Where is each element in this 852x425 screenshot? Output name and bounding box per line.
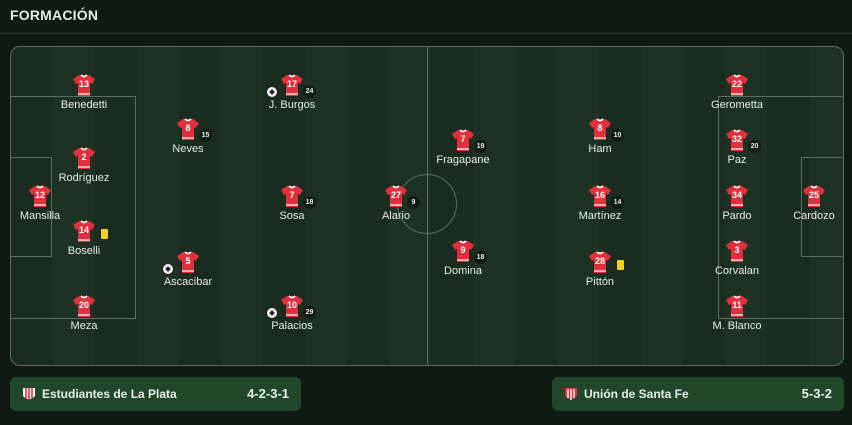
shirt-number: 25 <box>808 190 819 200</box>
rating-badge: 19 <box>474 140 487 153</box>
shirt-icon: 2 <box>72 146 96 170</box>
goal-ball-icon <box>162 263 174 275</box>
shirt-icon: 20 <box>72 294 96 318</box>
shirt-number: 32 <box>731 134 742 144</box>
player-name: Boselli <box>67 245 101 257</box>
left-goal-area <box>11 157 52 257</box>
rating-badge: 15 <box>199 129 212 142</box>
shirt-number: 7 <box>289 190 295 200</box>
away-formation: 5-3-2 <box>801 386 832 401</box>
shirt-icon: 13 <box>72 73 96 97</box>
shirt-icon: 5 <box>176 250 200 274</box>
player-name: Alario <box>381 210 411 222</box>
yellow-card-icon <box>617 260 624 270</box>
shirt-icon: 11 <box>725 294 749 318</box>
shirt-number: 22 <box>731 79 742 89</box>
player-name: Rodríguez <box>58 172 110 184</box>
shirt-number: 5 <box>185 256 191 266</box>
rating-badge: 20 <box>748 140 761 153</box>
shirt-number: 7 <box>460 134 466 144</box>
player-name: Domina <box>444 265 482 277</box>
player-name: Neves <box>172 143 204 155</box>
shirt-icon: 16 <box>588 184 612 208</box>
shirt-number: 11 <box>732 300 742 310</box>
player-name: Mansilla <box>19 210 61 222</box>
rating-badge: 29 <box>303 306 316 319</box>
shirt-icon: 7 <box>451 128 475 152</box>
shirt-number: 9 <box>460 245 466 255</box>
away-team-name: Unión de Santa Fe <box>584 387 689 401</box>
shirt-icon: 8 <box>588 117 612 141</box>
rating-badge: 24 <box>303 85 316 98</box>
player-name: Palacios <box>271 320 313 332</box>
shirt-number: 28 <box>594 256 605 266</box>
left-penalty-area <box>11 96 136 319</box>
shirt-number: 8 <box>597 123 603 133</box>
shirt-icon: 8 <box>176 117 200 141</box>
estudiantes-crest-icon <box>22 387 36 402</box>
union-crest-icon <box>564 387 578 402</box>
shirt-icon: 7 <box>280 184 304 208</box>
shirt-icon: 17 <box>280 73 304 97</box>
player-name: Ham <box>588 143 612 155</box>
right-penalty-area <box>718 96 843 319</box>
shirt-number: 13 <box>78 79 89 89</box>
rating-badge: 18 <box>474 251 487 264</box>
shirt-number: 10 <box>286 300 297 310</box>
pitch: 13 Benedetti 2 Rodríguez 12 Mansilla 14 … <box>10 46 844 366</box>
shirt-number: 34 <box>731 190 742 200</box>
rating-badge: 18 <box>303 196 316 209</box>
player-name: Corvalan <box>714 265 760 277</box>
shirt-icon: 28 <box>588 250 612 274</box>
rating-badge: 10 <box>611 129 624 142</box>
rating-badge: 14 <box>611 196 624 209</box>
shirt-number: 17 <box>286 79 297 89</box>
shirt-number: 12 <box>34 190 45 200</box>
player-name: M. Blanco <box>712 320 762 332</box>
player-name: J. Burgos <box>268 99 316 111</box>
player-name: Sosa <box>279 210 305 222</box>
home-team-bar[interactable]: Estudiantes de La Plata 4-2-3-1 <box>10 377 301 411</box>
shirt-icon: 12 <box>28 184 52 208</box>
player-name: Pardo <box>722 210 752 222</box>
shirt-icon: 34 <box>725 184 749 208</box>
home-formation: 4-2-3-1 <box>247 386 289 401</box>
right-goal-area <box>801 157 843 257</box>
goal-ball-icon <box>266 86 278 98</box>
shirt-icon: 25 <box>802 184 826 208</box>
player-name: Fragapane <box>436 154 490 166</box>
section-title: FORMACIÓN <box>10 7 99 23</box>
shirt-icon: 14 <box>72 219 96 243</box>
shirt-icon: 9 <box>451 239 475 263</box>
player-name: Pittón <box>585 276 615 288</box>
shirt-icon: 10 <box>280 294 304 318</box>
formation-header: FORMACIÓN <box>0 0 852 34</box>
goal-ball-icon <box>266 307 278 319</box>
shirt-icon: 22 <box>725 73 749 97</box>
shirt-icon: 32 <box>725 128 749 152</box>
player-name: Ascacibar <box>163 276 213 288</box>
shirt-number: 2 <box>81 152 87 162</box>
yellow-card-icon <box>101 229 108 239</box>
shirt-number: 16 <box>594 190 605 200</box>
shirt-number: 8 <box>185 123 191 133</box>
rating-badge: 9 <box>407 196 420 209</box>
player-name: Martínez <box>578 210 622 222</box>
player-name: Gerometta <box>711 99 763 111</box>
player-name: Cardozo <box>793 210 835 222</box>
away-team-bar[interactable]: Unión de Santa Fe 5-3-2 <box>552 377 844 411</box>
shirt-number: 3 <box>734 245 740 255</box>
shirt-number: 14 <box>78 225 89 235</box>
player-name: Meza <box>70 320 98 332</box>
shirt-icon: 3 <box>725 239 749 263</box>
shirt-number: 27 <box>390 190 401 200</box>
player-name: Paz <box>727 154 747 166</box>
shirt-number: 20 <box>78 300 89 310</box>
shirt-icon: 27 <box>384 184 408 208</box>
player-name: Benedetti <box>60 99 108 111</box>
home-team-name: Estudiantes de La Plata <box>42 387 177 401</box>
